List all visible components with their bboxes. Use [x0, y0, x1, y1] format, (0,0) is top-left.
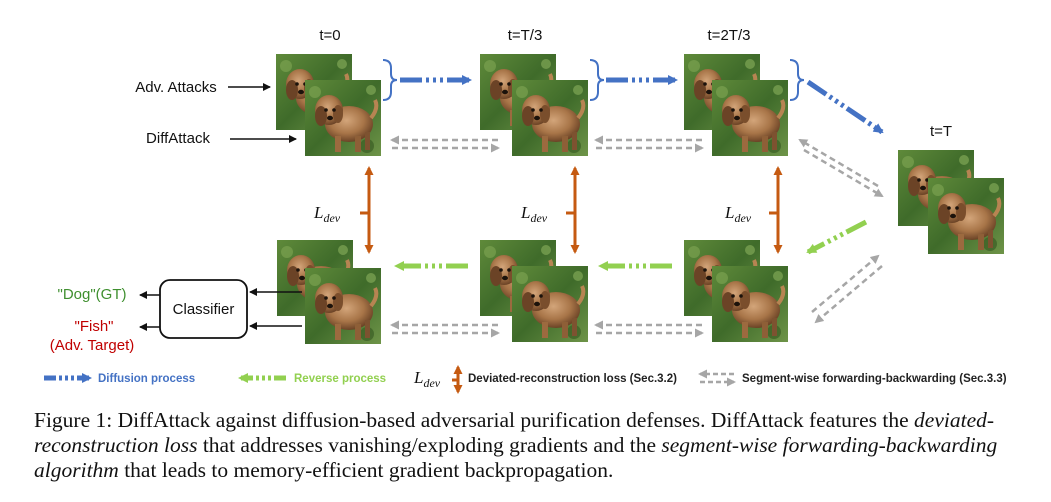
legend-segment-swatch [698, 369, 736, 387]
diffusion-brace-t2 [789, 59, 805, 101]
image-stack-t-third-bottom [480, 240, 588, 342]
loss-symbol-t1: Ldev [520, 203, 548, 225]
image-stack-t0-top [276, 54, 381, 156]
segment-arrow-top-1 [390, 135, 500, 153]
diffusion-arrow-t2-to-t3 [806, 79, 884, 135]
diffusion-brace-t1 [589, 59, 605, 101]
output-adv-target-label: (Adv. Target) [50, 337, 134, 354]
legend-diffusion-label: Diffusion process [98, 373, 195, 385]
loss-arrow-t1 [566, 166, 580, 254]
classifier-box [159, 279, 248, 339]
segment-arrow-top-3 [798, 138, 884, 198]
legend-segment-label: Segment-wise forwarding-backwarding (Sec… [742, 373, 1007, 385]
reverse-arrow-t3-to-t2 [806, 219, 868, 255]
adv-attacks-label: Adv. Attacks [135, 79, 216, 96]
figure-caption: Figure 1: DiffAttack against diffusion-b… [34, 408, 1024, 483]
segment-arrow-top-2 [594, 135, 704, 153]
legend-reverse-label: Reverse process [294, 373, 386, 385]
time-label-t0: t=0 [319, 27, 340, 44]
output-gt-label: "Dog"(GT) [58, 286, 127, 303]
loss-arrow-t0 [360, 166, 374, 254]
caption-suffix: that leads to memory-efficient gradient … [118, 458, 614, 482]
diffattack-label: DiffAttack [146, 130, 210, 147]
time-label-t-final: t=T [930, 123, 952, 140]
legend-loss-swatch [452, 365, 463, 394]
caption-mid: that addresses vanishing/exploding gradi… [197, 433, 662, 457]
caption-term-algorithm: segment-wise forwarding-backwarding algo… [34, 433, 998, 482]
segment-arrow-bottom-1 [390, 320, 500, 338]
image-stack-t-two-thirds-bottom [684, 240, 788, 342]
segment-arrow-bottom-3 [811, 254, 883, 324]
caption-prefix: Figure 1: DiffAttack against diffusion-b… [34, 408, 915, 432]
loss-symbol-t2: Ldev [724, 203, 752, 225]
caption-term-loss: deviated-reconstruction loss [34, 408, 995, 457]
loss-arrow-t2 [769, 166, 783, 254]
legend-loss-label: Deviated-reconstruction loss (Sec.3.2) [468, 373, 677, 385]
output-adv-label: "Fish" [75, 318, 114, 335]
legend-loss-symbol: Ldev [413, 368, 441, 390]
loss-symbol-t0: Ldev [313, 203, 341, 225]
image-stack-t-final [898, 150, 1004, 254]
segment-arrow-bottom-2 [594, 320, 704, 338]
diffattack-figure: t=0 t=T/3 t=2T/3 t=T Adv. Attacks DiffAt… [44, 27, 1007, 394]
diffusion-brace-t0 [382, 59, 398, 101]
time-label-t-two-thirds: t=2T/3 [708, 27, 751, 44]
classifier-label: Classifier [173, 301, 235, 318]
time-label-t-third: t=T/3 [508, 27, 543, 44]
legend: Diffusion process Reverse process Ldev D… [44, 365, 1007, 394]
